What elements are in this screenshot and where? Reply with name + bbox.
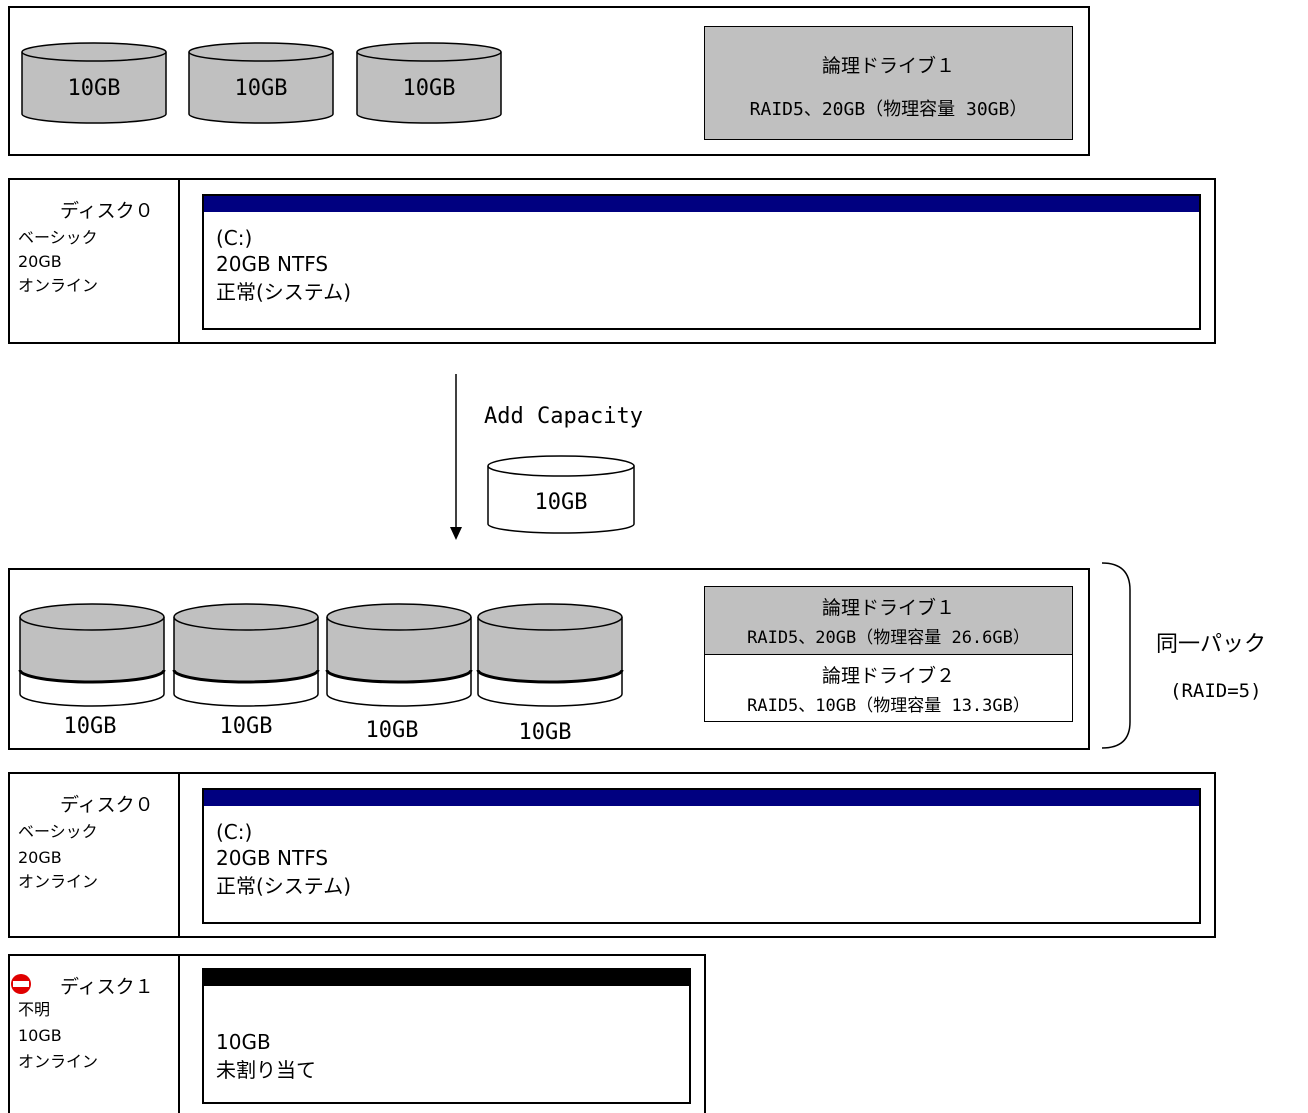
volume-color-bar (204, 196, 1199, 212)
disk-type: 不明 (18, 1000, 51, 1019)
add-capacity-label: Add Capacity (484, 404, 643, 429)
logical-drive-2-detail: RAID5、10GB（物理容量 13.3GB） (747, 696, 1030, 716)
disk-size-label: 10GB (518, 720, 572, 745)
volume-box[interactable] (202, 194, 1201, 330)
logical-drive-stack: 論理ドライブ１ RAID5、20GB（物理容量 26.6GB） 論理ドライブ２ … (704, 586, 1073, 722)
volume-health: 正常(システム) (216, 874, 352, 898)
disk-size-label: 10GB (219, 714, 273, 739)
disk-size: 10GB (18, 1026, 62, 1045)
volume-box[interactable] (202, 788, 1201, 924)
volume-letter: (C:) (216, 820, 253, 844)
disk-status: オンライン (18, 276, 99, 295)
disk-size: 20GB (18, 252, 62, 271)
disk-size-label: 10GB (67, 76, 121, 101)
volume-filesystem: 20GB NTFS (216, 846, 329, 870)
volume-color-bar (204, 790, 1199, 806)
volume-size: 10GB (216, 1030, 271, 1054)
logical-drive-1-box: 論理ドライブ１ RAID5、20GB（物理容量 26.6GB） (705, 587, 1072, 655)
disk-size-label: 10GB (365, 718, 419, 743)
disk-info-divider (178, 954, 180, 1113)
disk-size-label: 10GB (234, 76, 288, 101)
volume-letter: (C:) (216, 226, 253, 250)
logical-drive-1-detail: RAID5、20GB（物理容量 26.6GB） (747, 628, 1030, 648)
disk-status: オンライン (18, 1052, 99, 1071)
logical-drive-detail: RAID5、20GB（物理容量 30GB） (749, 99, 1028, 120)
group-label: 同一パック (1156, 632, 1267, 657)
disk-type: ベーシック (18, 228, 98, 247)
disk-title: ディスク１ (60, 976, 154, 998)
logical-drive-2-title: 論理ドライブ２ (821, 665, 955, 687)
disk-info-divider (178, 772, 180, 938)
logical-drive-box: 論理ドライブ１ RAID5、20GB（物理容量 30GB） (704, 26, 1073, 140)
disk-size-label: 10GB (63, 714, 117, 739)
disk-type: ベーシック (18, 822, 98, 841)
logical-drive-title: 論理ドライブ１ (821, 55, 955, 77)
unallocated-volume-box[interactable] (202, 968, 691, 1104)
disk-status: オンライン (18, 872, 99, 891)
volume-color-bar (204, 970, 689, 986)
volume-filesystem: 20GB NTFS (216, 252, 329, 276)
disk-size-label: 10GB (402, 76, 456, 101)
logical-drive-1-title: 論理ドライブ１ (821, 597, 955, 619)
volume-health: 正常(システム) (216, 280, 352, 304)
volume-state: 未割り当て (216, 1058, 316, 1082)
disk-title: ディスク０ (60, 794, 154, 816)
disk-title: ディスク０ (60, 200, 154, 222)
new-disk-size-label: 10GB (534, 490, 588, 515)
disk-size: 20GB (18, 848, 62, 867)
disk-info-divider (178, 178, 180, 344)
group-sublabel: (RAID=5) (1170, 680, 1262, 702)
